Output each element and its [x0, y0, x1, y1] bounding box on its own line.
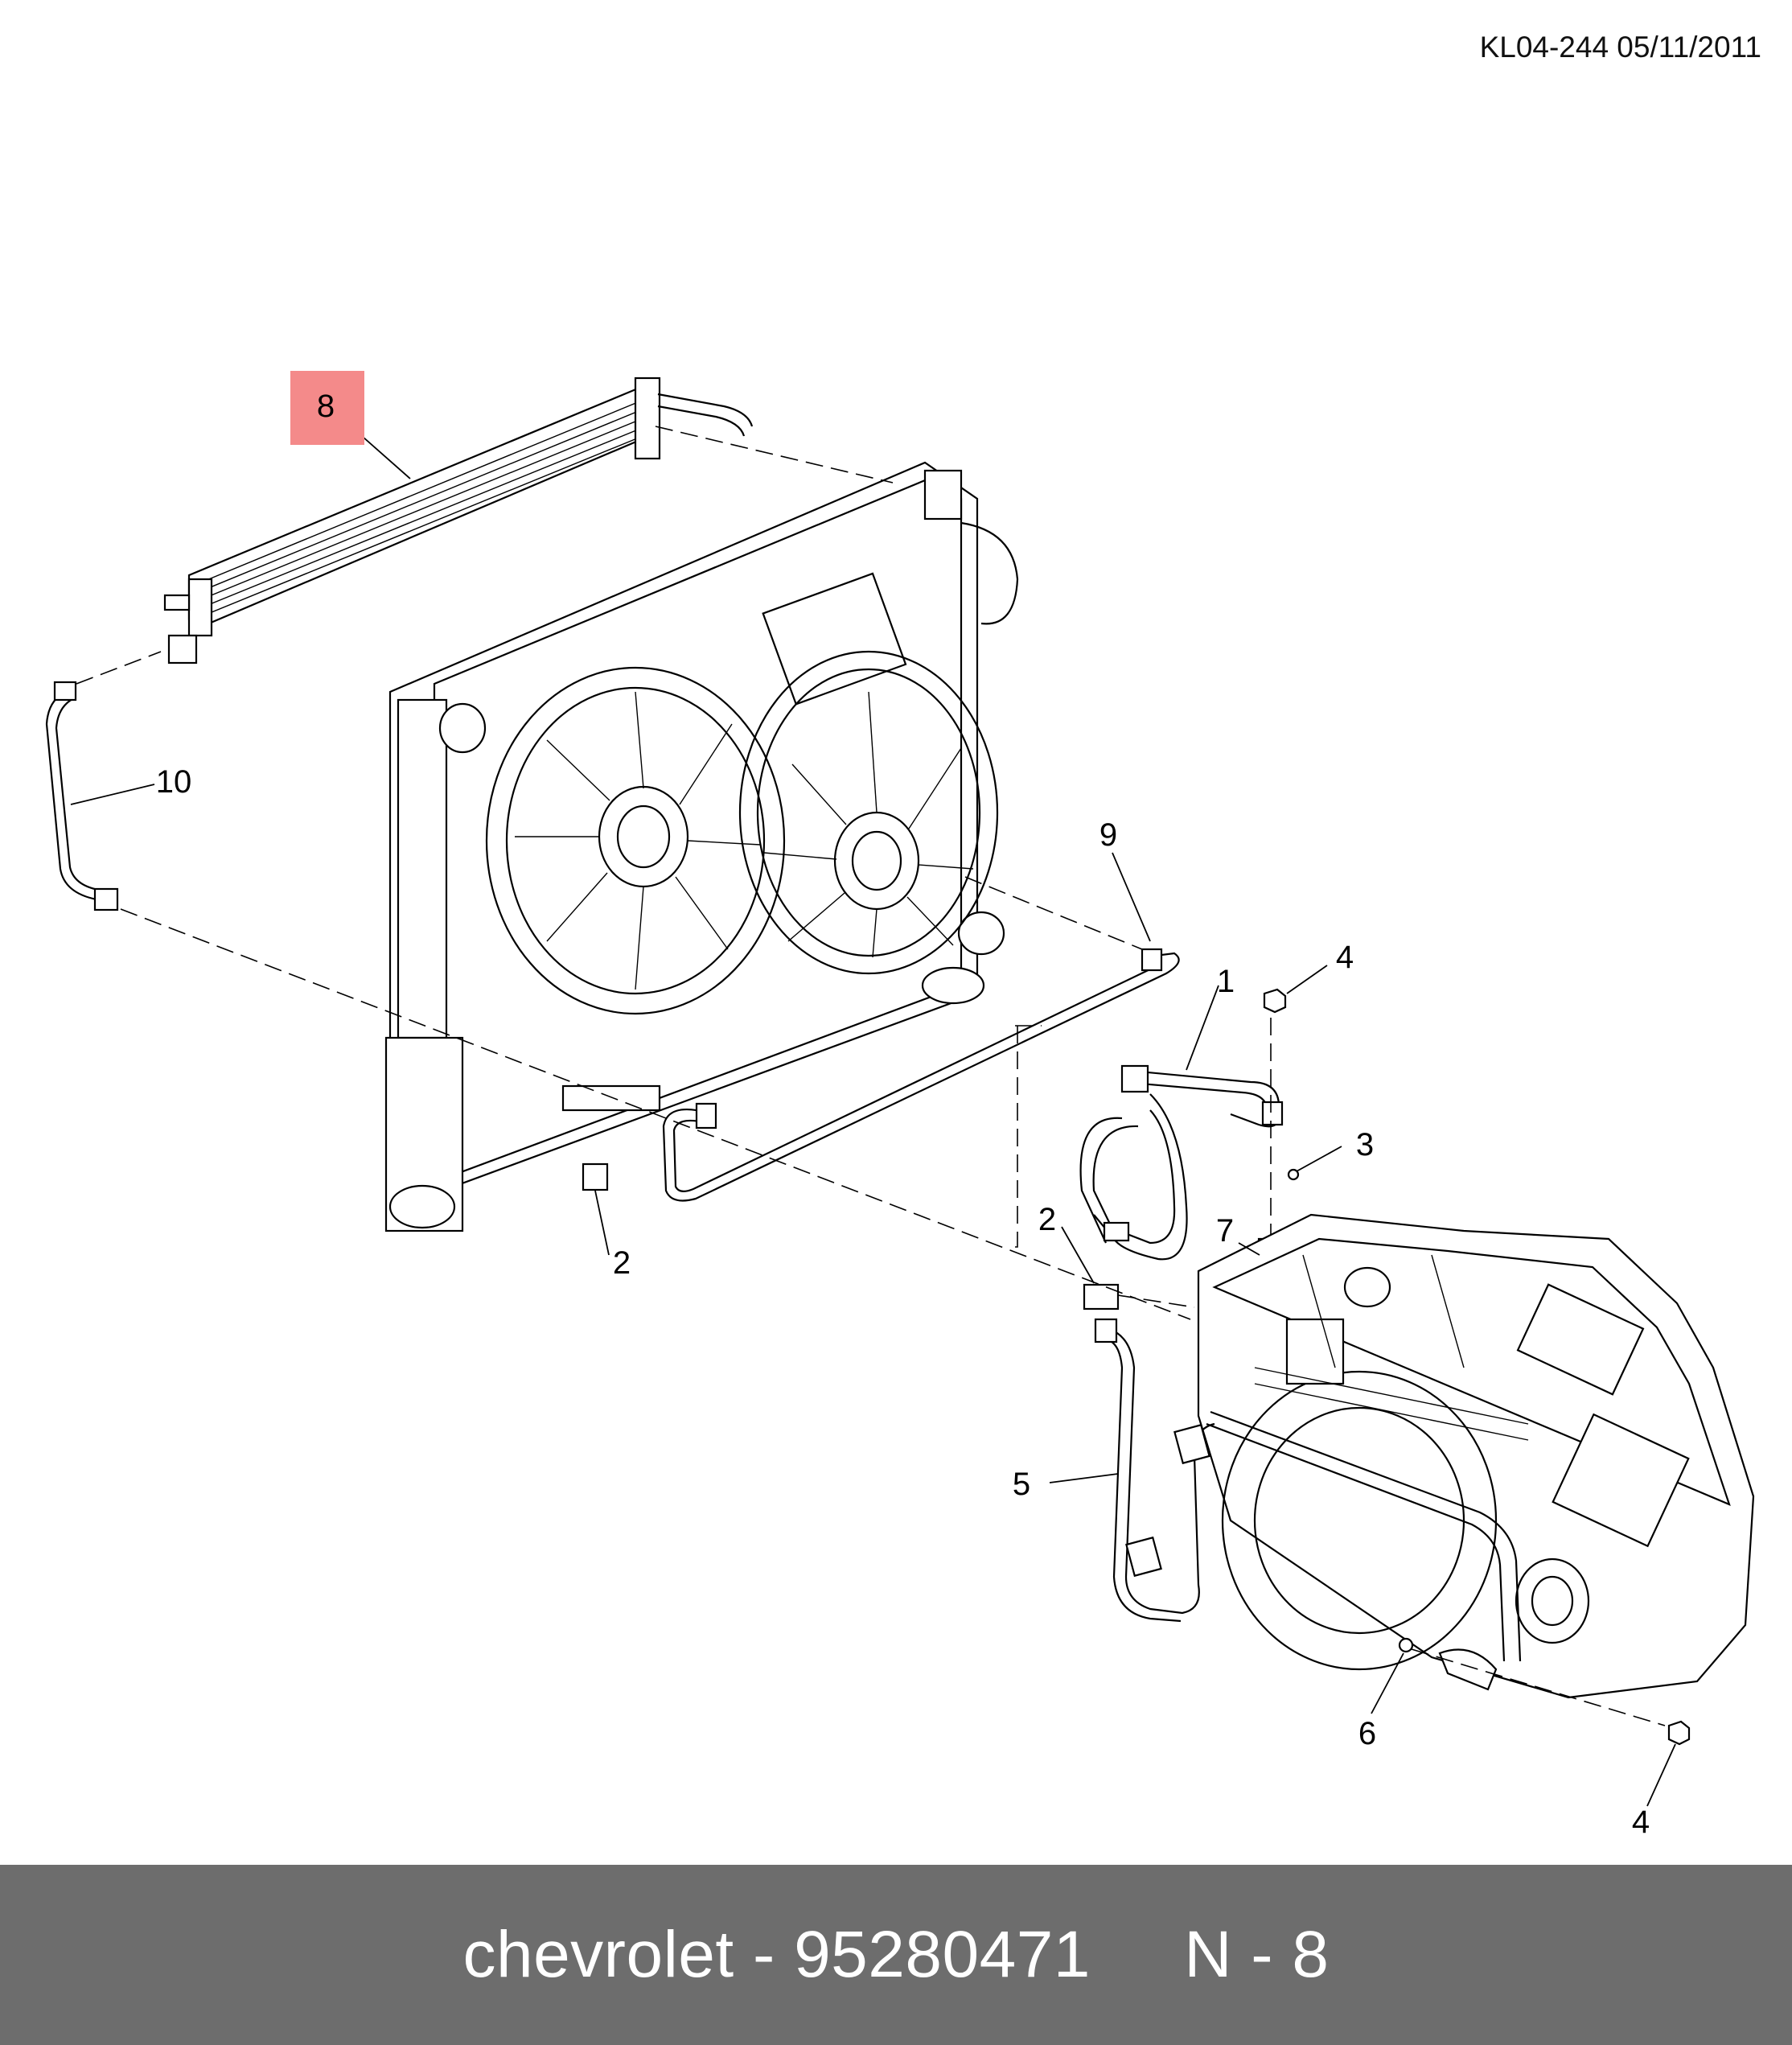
- nut-4-bottom: [1667, 1720, 1691, 1746]
- diagram-drawing: [45, 376, 1755, 1807]
- callout-8: 8: [316, 389, 335, 424]
- callout-10: 10: [155, 764, 192, 800]
- clip-2-left: [582, 1162, 609, 1191]
- callout-4-top: 4: [1335, 940, 1354, 975]
- callout-2-left: 2: [612, 1245, 631, 1281]
- clip-2-right: [1083, 1283, 1120, 1311]
- assembly-lines: [76, 426, 1666, 1726]
- bottom-clip: [1438, 1648, 1498, 1691]
- callout-2-right: 2: [1038, 1202, 1057, 1237]
- callout-9: 9: [1099, 817, 1118, 853]
- cooler-line-5: [1094, 1318, 1215, 1623]
- callout-1: 1: [1216, 964, 1235, 999]
- callout-7: 7: [1215, 1213, 1235, 1249]
- footer-bar: chevrolet - 95280471 N - 8: [0, 1865, 1792, 2045]
- callout-leaders: [70, 418, 1676, 1807]
- oil-cooler: [163, 376, 754, 665]
- cooler-line-1: [1079, 1064, 1284, 1261]
- radiator-fan-module: [384, 461, 1019, 1232]
- diagram-code: KL04-244 05/11/2011: [1479, 31, 1761, 64]
- callout-5: 5: [1012, 1467, 1031, 1502]
- callout-6: 6: [1358, 1716, 1377, 1751]
- footer-caption: chevrolet - 95280471 N - 8: [462, 1918, 1330, 1991]
- callout-8-highlight: [290, 371, 364, 445]
- seal-6: [1398, 1637, 1414, 1653]
- transmission: [1197, 1213, 1755, 1699]
- cooler-line-9: [662, 948, 1180, 1202]
- callout-3: 3: [1355, 1127, 1375, 1162]
- cooler-line-10: [45, 681, 119, 911]
- callout-4-bottom: 4: [1631, 1804, 1650, 1840]
